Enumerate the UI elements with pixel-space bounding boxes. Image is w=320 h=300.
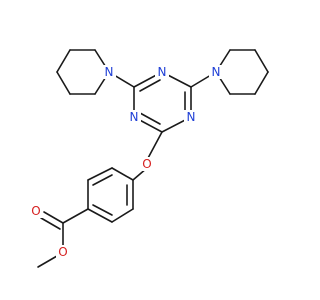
atom-label: O (142, 157, 151, 171)
bond (43, 211, 64, 224)
atom-o-ether: O (140, 157, 154, 171)
atom-label: N (130, 110, 139, 124)
atom-n-piperidine-right: N (209, 65, 223, 79)
bond (139, 79, 161, 92)
bond (87, 208, 113, 223)
atom-n-triazine-left: N (127, 110, 141, 124)
atom-label: N (187, 110, 196, 124)
bond (146, 131, 163, 161)
atom-o-ester: O (56, 245, 70, 259)
bonds (37, 49, 269, 268)
bond (254, 49, 269, 73)
bond (111, 208, 134, 223)
bond (37, 255, 58, 268)
atom-label: N (158, 65, 167, 79)
molecule-structure: N N N N N O O O (29, 49, 269, 268)
bond (56, 71, 71, 95)
atom-n-piperidine-left: N (102, 65, 116, 79)
bond (56, 49, 71, 73)
bond (87, 167, 113, 181)
atom-n-triazine-top: N (155, 65, 169, 79)
bond (111, 167, 134, 181)
atom-label: N (212, 65, 221, 79)
atom-label: N (105, 65, 114, 79)
bond (92, 204, 113, 216)
atom-labels: N N N N N O O O (29, 65, 223, 259)
atom-o-carbonyl: O (29, 204, 43, 218)
bond (40, 217, 61, 230)
atom-label: O (31, 204, 40, 218)
atom-label: O (58, 245, 67, 259)
bond (254, 71, 269, 95)
atom-n-triazine-right: N (184, 110, 198, 124)
bond (139, 112, 161, 125)
bond (92, 174, 113, 186)
bond (62, 208, 89, 224)
